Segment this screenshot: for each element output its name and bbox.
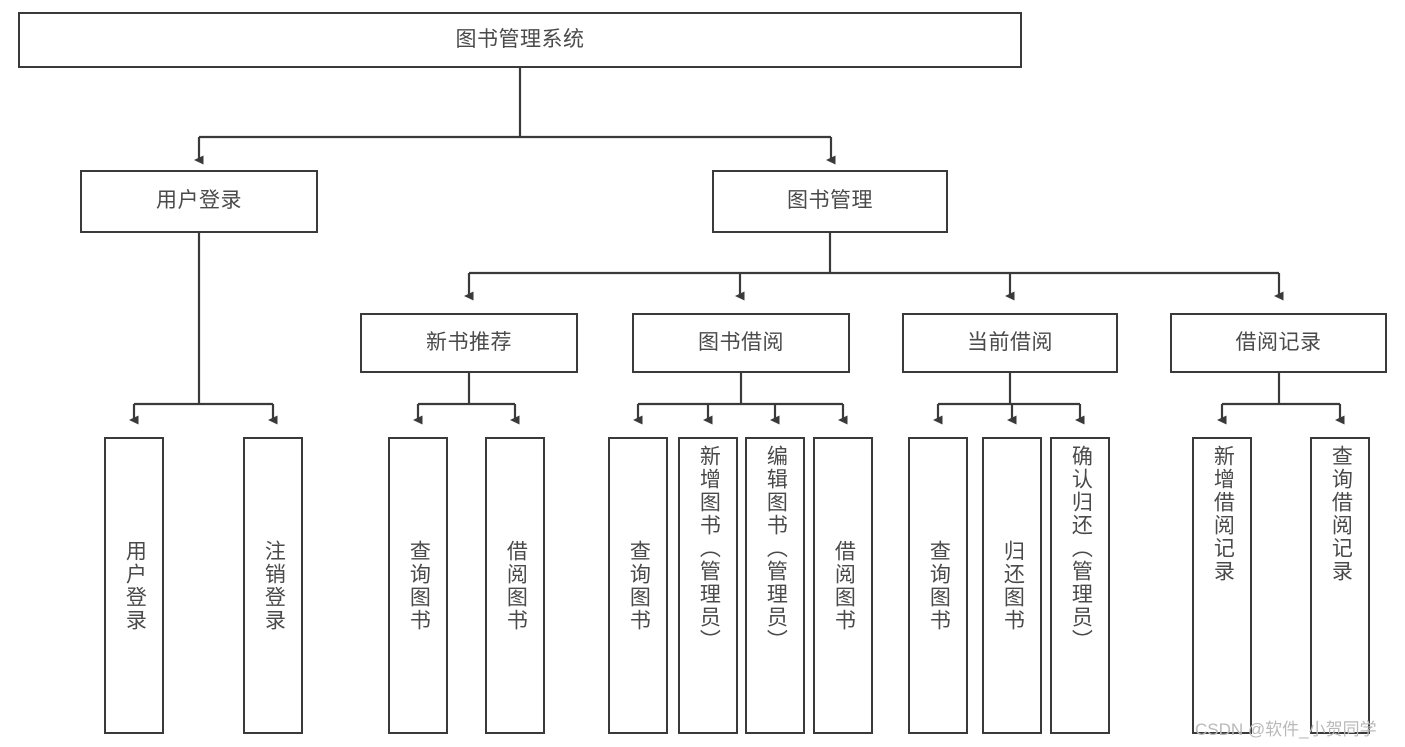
node-label: 当前借阅 — [967, 330, 1053, 354]
node-borrow-record[interactable]: 借阅记录 — [1170, 313, 1387, 373]
node-label: 用户登录 — [123, 539, 147, 632]
node-label: 注销登录 — [262, 539, 286, 632]
node-leaf-borrow-book[interactable]: 借阅图书 — [813, 437, 873, 734]
node-label: 借阅图书 — [832, 539, 856, 632]
node-label: 查询图书 — [927, 539, 951, 632]
node-label: 图书借阅 — [698, 330, 784, 354]
node-label: 查询图书 — [627, 539, 651, 632]
node-current-borrow[interactable]: 当前借阅 — [902, 313, 1118, 373]
node-leaf-query-book[interactable]: 查询图书 — [608, 437, 668, 734]
node-label: 图书管理系统 — [455, 27, 585, 51]
node-label: 查询借阅记录 — [1329, 445, 1353, 583]
node-label: 确认归还（管理员） — [1069, 445, 1093, 652]
node-book-manage[interactable]: 图书管理 — [712, 170, 948, 233]
node-label: 借阅记录 — [1235, 330, 1322, 354]
node-label: 新增借阅记录 — [1211, 445, 1235, 583]
node-label: 借阅图书 — [504, 539, 528, 632]
node-label: 查询图书 — [407, 539, 431, 632]
node-label: 归还图书 — [1001, 539, 1025, 632]
node-label: 图书管理 — [787, 189, 873, 213]
node-leaf-add-book[interactable]: 新增图书（管理员） — [678, 437, 738, 734]
node-new-book-rec[interactable]: 新书推荐 — [360, 313, 578, 373]
node-leaf-confirm-return[interactable]: 确认归还（管理员） — [1050, 437, 1110, 734]
node-leaf-query-book-cur[interactable]: 查询图书 — [908, 437, 968, 734]
csdn-watermark: CSDN @软件_小贺同学 — [1195, 720, 1377, 739]
node-label: 用户登录 — [156, 189, 242, 213]
node-leaf-query-record[interactable]: 查询借阅记录 — [1310, 437, 1370, 734]
node-label: 新增图书（管理员） — [697, 445, 721, 652]
node-user-login[interactable]: 用户登录 — [80, 170, 318, 233]
node-leaf-query-book-rec[interactable]: 查询图书 — [388, 437, 448, 734]
node-leaf-edit-book[interactable]: 编辑图书（管理员） — [745, 437, 805, 734]
node-leaf-user-login[interactable]: 用户登录 — [104, 437, 164, 734]
node-label: 新书推荐 — [426, 330, 512, 354]
node-label: 编辑图书（管理员） — [764, 445, 788, 652]
node-leaf-borrow-book-rec[interactable]: 借阅图书 — [485, 437, 545, 734]
node-root-system[interactable]: 图书管理系统 — [18, 12, 1022, 68]
node-leaf-return-book[interactable]: 归还图书 — [982, 437, 1042, 734]
node-leaf-add-record[interactable]: 新增借阅记录 — [1192, 437, 1252, 734]
node-leaf-user-logout[interactable]: 注销登录 — [243, 437, 303, 734]
node-book-borrow[interactable]: 图书借阅 — [632, 313, 850, 373]
